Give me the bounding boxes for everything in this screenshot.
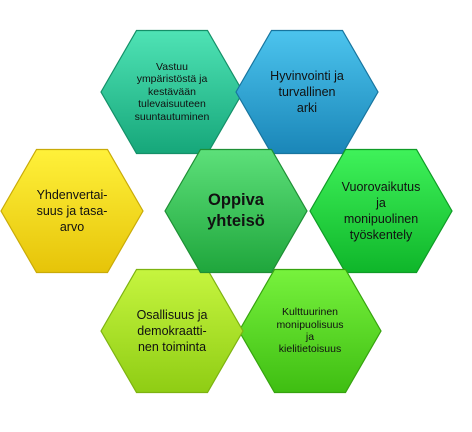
hexagon-equality — [0, 148, 144, 274]
hexagon-interaction-work — [309, 148, 453, 274]
hexagon-cultural-diversity — [238, 268, 382, 394]
hexagon-environment-responsibility — [100, 29, 244, 155]
hexagon-center-learning-community — [164, 148, 308, 274]
hexagon-wellbeing-safety — [235, 29, 379, 155]
hexagon-participation-democracy — [100, 268, 244, 394]
